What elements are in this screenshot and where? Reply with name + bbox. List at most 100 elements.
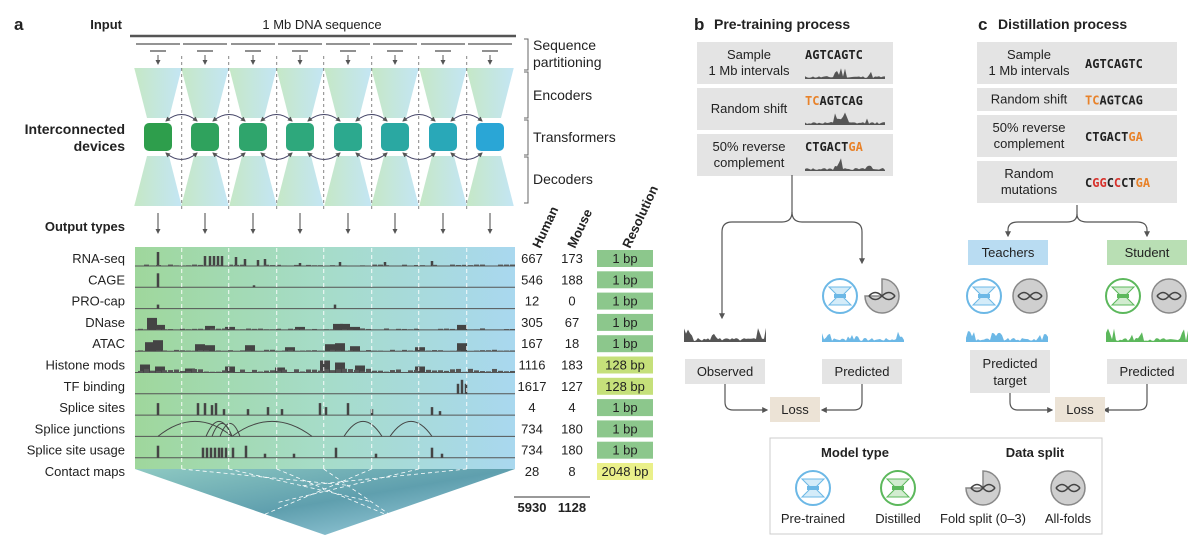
track-peak [153,340,163,352]
track-noise [504,371,509,373]
teacher-predicted-track [966,331,1048,342]
track-peak [209,447,213,458]
track-peak [201,447,205,458]
track-noise [156,350,161,352]
track-noise [156,265,161,266]
track-peak [464,383,468,394]
row-name: RNA-seq [72,251,125,266]
contact-map-diagonal [253,468,372,520]
predicted-box-b [822,359,902,384]
device-chip [191,123,219,151]
track-noise [174,369,179,373]
track-noise [468,265,473,266]
sequence-fragment: C [1114,176,1121,190]
junction-arc [157,420,233,437]
track-noise [204,371,209,373]
track-noise [402,371,407,373]
track-peak [415,347,425,352]
row-human-count: 1116 [519,358,546,373]
row-name: TF binding [64,379,125,394]
track-noise [402,328,407,330]
step-label: 1 Mb intervals [709,63,790,78]
panel-letter-c: c [978,15,987,34]
track-peak [440,453,444,458]
resolution-badge [597,335,653,353]
device-link-top [212,114,246,122]
track-peak [213,447,217,458]
observed-label: Observed [697,364,753,379]
device-chip [334,123,362,151]
track-peak [234,257,238,266]
decoder-cone [324,156,372,206]
encoder-cone [324,68,372,118]
legend-all-folds-label: All-folds [1045,511,1092,526]
track-peak [298,263,302,266]
stage-brackets [524,38,529,204]
track-noise [378,370,383,373]
track-noise [414,265,419,266]
decoder-cone [181,156,229,206]
track-peak [335,362,345,373]
device-link-top [260,114,293,122]
track-peak [225,326,235,330]
track-peak [245,345,255,352]
track-noise [330,265,335,266]
dna-sequence-label: 1 Mb DNA sequence [262,17,381,32]
track-noise [426,350,431,352]
step-track [805,112,885,125]
row-name: ATAC [92,336,125,351]
track-noise [300,350,305,352]
legend-all-folds-icon [1050,470,1086,506]
track-noise [312,328,317,330]
track-peak [224,447,228,458]
step-label: complement [714,155,785,170]
step-box [977,88,1177,111]
track-noise [258,328,263,330]
track-noise [228,264,233,266]
track-noise [210,371,215,373]
track-noise [492,349,497,352]
sequence-fragment: TC [805,94,819,108]
track-noise [450,264,455,266]
track-noise [348,350,353,352]
track-noise [366,328,371,330]
track-noise [186,370,191,373]
track-noise [456,264,461,266]
row-human-count: 734 [521,421,543,436]
track-noise [222,370,227,373]
observed-box [685,359,765,384]
track-noise [432,350,437,352]
track-noise [486,371,491,373]
row-human-count: 4 [528,400,535,415]
resolution-label: 1 bp [612,272,637,287]
track-noise [408,329,413,330]
track-peak [333,304,337,309]
device-link-top [307,114,341,122]
contact-map-diagonal [228,468,372,503]
contact-map-lines [181,468,467,536]
track-peak [212,256,216,266]
track-peak [457,324,467,330]
track-peak [457,343,467,352]
track-noise [270,265,275,266]
track-noise [276,370,281,373]
track-noise [330,349,335,352]
row-human-count: 28 [525,464,539,479]
track-noise [192,369,197,373]
track-noise [414,369,419,373]
track-noise [216,350,221,352]
track-noise [198,350,203,352]
track-noise [282,350,287,352]
step-label: complement [994,136,1065,151]
device-chip [239,123,267,151]
track-noise [336,350,341,352]
track-noise [276,328,281,330]
track-peak [340,323,350,330]
signal-track [1106,328,1188,342]
track-peak [280,409,284,416]
row-name: Splice junctions [35,421,126,436]
encoder-cone [229,68,277,118]
step-track [805,68,885,79]
